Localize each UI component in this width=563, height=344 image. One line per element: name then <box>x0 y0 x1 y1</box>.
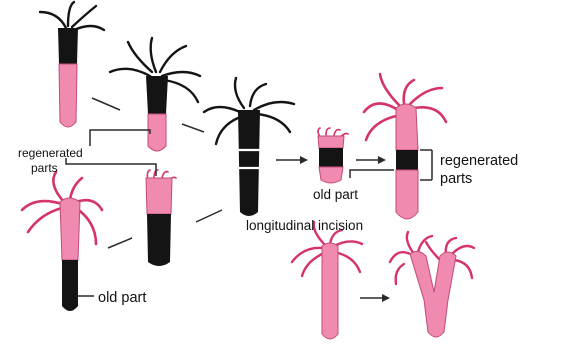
hydra-6-regenerating-top <box>146 170 176 266</box>
hydra-small-piece <box>318 128 348 183</box>
label-regenerated-right: regenerated <box>440 153 518 169</box>
hydra-5-regenerated-top <box>22 172 102 311</box>
label-old-part-middle: old part <box>313 187 358 202</box>
hydra-3-old-body <box>204 78 294 216</box>
label-longitudinal-incision: longitudinal incision <box>246 218 363 233</box>
hydra-8-two-heads <box>390 232 474 337</box>
label-regenerated-left: regenerated <box>18 146 83 160</box>
hydra-1-cut-top <box>40 2 104 127</box>
label-parts-left: parts <box>31 161 58 175</box>
label-parts-right: parts <box>440 171 472 187</box>
hydra-2-regenerating-bottom <box>110 38 200 151</box>
label-old-part-bottom: old part <box>98 290 146 306</box>
hydra-4-regenerated <box>364 74 446 219</box>
hydra-7-before-incision <box>292 222 362 339</box>
